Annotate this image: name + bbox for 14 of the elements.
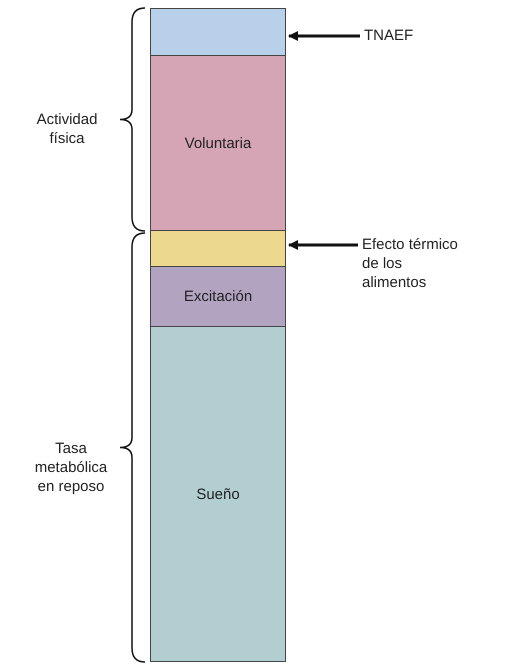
segment-label: Sueño: [196, 486, 240, 502]
bracket-label: Tasa metabólica en reposo: [34, 439, 108, 496]
callout-text: Efecto térmico de los alimentos: [362, 235, 470, 295]
arrow: [288, 31, 360, 41]
callout-text: TNAEF: [364, 26, 434, 46]
bar-segment: [150, 56, 286, 231]
bar-segment: [150, 8, 286, 56]
segment-label: Excitación: [184, 288, 252, 305]
arrow: [288, 240, 358, 250]
bar-segment: [150, 267, 286, 327]
segment-label: Voluntaria: [184, 134, 252, 152]
bar-segment: [150, 231, 286, 267]
bracket-label: Actividad física: [36, 110, 98, 148]
bar-segment: [150, 327, 286, 662]
